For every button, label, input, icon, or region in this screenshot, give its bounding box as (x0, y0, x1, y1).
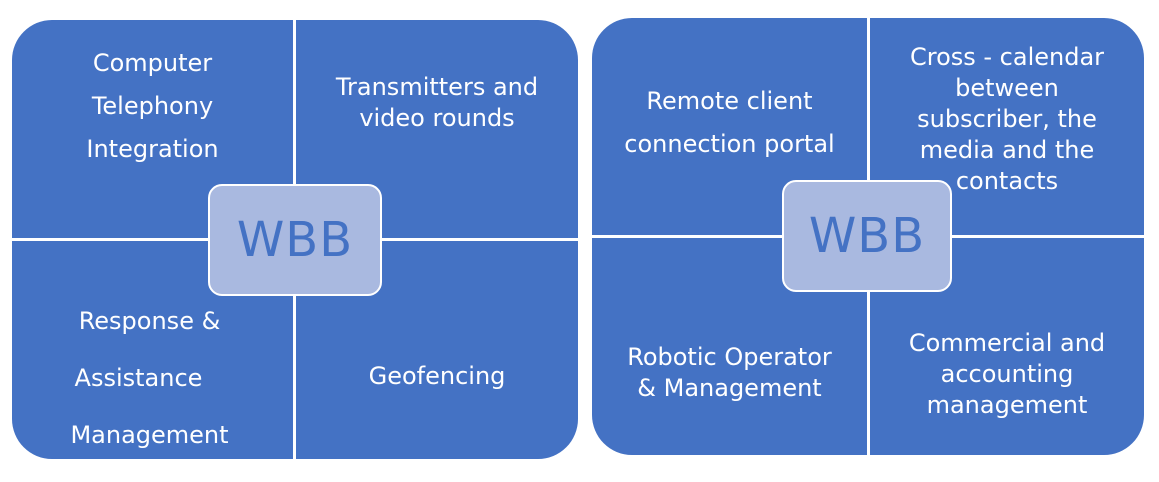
quadrant-label: Remote client (646, 87, 813, 115)
quadrant-cross-calendar: Cross - calendar between subscriber, the… (870, 18, 1144, 235)
quadrant-label: accounting (940, 360, 1074, 388)
quadrant-label: Cross - calendar (909, 43, 1105, 71)
quadrant-label: subscriber, the (917, 105, 1097, 133)
quadrant-label: contacts (955, 167, 1059, 195)
wbb-matrix-right: Remote client connection portal Cross - … (592, 18, 1144, 455)
quadrant-label: Management (70, 421, 229, 449)
center-label-wbb: WBB (208, 184, 382, 296)
quadrant-label: Telephony (91, 92, 214, 120)
quadrant-label: Integration (86, 135, 219, 163)
quadrant-label: Computer (92, 49, 213, 77)
quadrant-label: Transmitters and (335, 73, 539, 101)
wbb-matrix-left: Computer Telephony Integration Transmitt… (12, 20, 578, 459)
center-label-wbb: WBB (782, 180, 952, 292)
quadrant-label: connection portal (624, 130, 835, 158)
quadrant-label: between (955, 74, 1059, 102)
quadrant-label: Assistance (74, 364, 203, 392)
quadrant-label: & Management (637, 374, 822, 402)
quadrant-computer-telephony-integration: Computer Telephony Integration (12, 20, 293, 238)
quadrant-label: Commercial and (908, 329, 1106, 357)
quadrant-label: Robotic Operator (627, 343, 832, 371)
quadrant-label: media and the (919, 136, 1095, 164)
quadrant-label: management (926, 391, 1088, 419)
quadrant-label: video rounds (359, 104, 515, 132)
quadrant-label: Geofencing (368, 362, 506, 390)
quadrant-label: Response & (78, 307, 221, 335)
